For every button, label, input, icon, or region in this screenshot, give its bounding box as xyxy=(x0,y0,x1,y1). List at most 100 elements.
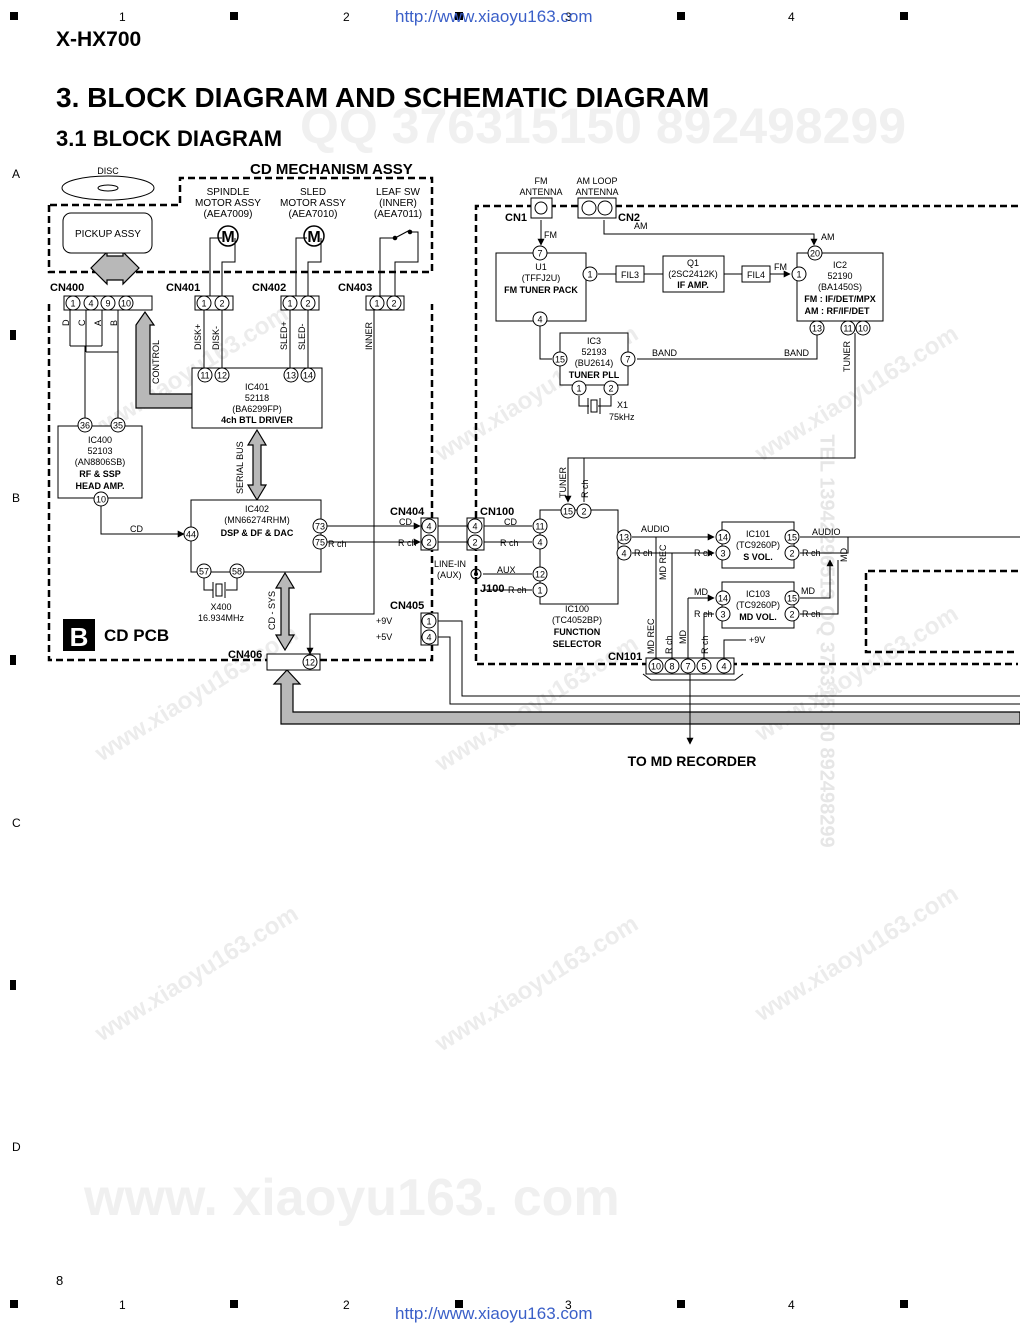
signal-rch-2: R ch xyxy=(398,538,417,548)
pin-circle xyxy=(312,534,328,550)
ic400-label-5: HEAD AMP. xyxy=(75,481,124,491)
pin-number: 7 xyxy=(537,248,542,258)
cn404-pin: 2 xyxy=(421,534,437,550)
x400-crystal-icon xyxy=(215,583,223,597)
disc-icon xyxy=(61,175,155,201)
ic100-label-3: FUNCTION xyxy=(554,627,601,637)
cn101-pin: 10 xyxy=(648,658,664,674)
signal-md-rec-2: MD REC xyxy=(646,618,656,654)
pin-number: 2 xyxy=(789,548,794,558)
cn101-pin: 5 xyxy=(696,658,712,674)
ic101-pin: 2 xyxy=(784,545,800,561)
pin-circle xyxy=(696,658,712,674)
pin-circle xyxy=(715,529,731,545)
ic3-block xyxy=(559,332,629,386)
signal-fm-antenna-1: FM xyxy=(535,176,548,186)
watermark-big-site: www. xiaoyu163. com xyxy=(84,1169,620,1227)
signal-tuner-2: TUNER xyxy=(558,467,568,498)
ic101-pin: 14 xyxy=(715,529,731,545)
ic100-pin: 4 xyxy=(616,545,632,561)
pin-number: 1 xyxy=(587,269,592,279)
corner-marker xyxy=(455,12,463,20)
signal-cd-1: CD xyxy=(130,524,143,534)
ic3-label-4: TUNER PLL xyxy=(569,370,620,380)
corner-marker xyxy=(10,12,18,20)
ic3-label-3: (BU2614) xyxy=(575,358,614,368)
signal-line-in-1: LINE-IN xyxy=(434,559,466,569)
pin-number: 3 xyxy=(720,548,725,558)
source-url-top[interactable]: http://www.xiaoyu163.com xyxy=(395,7,593,26)
pin-circle xyxy=(664,658,680,674)
ic402-label-2: (MN66274RHM) xyxy=(224,515,290,525)
ic402-label-3: DSP & DF & DAC xyxy=(221,528,294,538)
pin-number: 2 xyxy=(305,298,310,308)
pin-circle xyxy=(282,295,298,311)
ic2-label-4: FM : IF/DET/MPX xyxy=(804,294,876,304)
signal-a: A xyxy=(93,320,103,326)
pin-number: 10 xyxy=(121,298,131,308)
wire-leaf-1 xyxy=(379,237,395,296)
disc-hole xyxy=(97,184,119,192)
pin-number: 1 xyxy=(70,298,75,308)
signal-sled-plus: SLED+ xyxy=(279,321,289,350)
ic2-pin: 1 xyxy=(791,266,807,282)
signal-band-2: BAND xyxy=(784,348,810,358)
x1-label-1: X1 xyxy=(617,400,628,410)
pin-circle xyxy=(214,367,230,383)
pin-circle xyxy=(386,295,402,311)
board-outlines xyxy=(47,176,1018,666)
pin-circle xyxy=(369,295,385,311)
pin-circle xyxy=(196,563,212,579)
signal-fm-1: FM xyxy=(544,230,557,240)
pin-number: 36 xyxy=(80,420,90,430)
leaf-switch-contact-1 xyxy=(392,235,398,241)
signal-control: CONTROL xyxy=(151,340,161,384)
ic2-pin: 20 xyxy=(807,245,823,261)
pin-circle xyxy=(196,295,212,311)
pin-number: 2 xyxy=(789,609,794,619)
cn402-pin: 1 xyxy=(282,295,298,311)
pin-number: 7 xyxy=(625,354,630,364)
signal-sled-minus: SLED- xyxy=(297,323,307,350)
pin-number: 3 xyxy=(720,609,725,619)
cn400-label: CN400 xyxy=(50,282,84,294)
pin-circle xyxy=(616,545,632,561)
ic100-pin: 2 xyxy=(576,503,592,519)
pin-number: 1 xyxy=(426,616,431,626)
signal-inner: INNER xyxy=(364,321,374,350)
ic101-pin: 3 xyxy=(715,545,731,561)
corner-marker xyxy=(677,1300,685,1308)
source-url-bottom[interactable]: http://www.xiaoyu163.com xyxy=(395,1304,593,1323)
corner-marker xyxy=(455,1300,463,1308)
ic401-pin: 14 xyxy=(300,367,316,383)
x400-label-1: X400 xyxy=(210,602,231,612)
pin-number: 8 xyxy=(669,661,674,671)
pin-circle xyxy=(715,606,731,622)
cd-sys-bus-arrow xyxy=(274,571,296,652)
pin-circle xyxy=(648,658,664,674)
cn2-label: CN2 xyxy=(618,212,640,224)
am-antenna-icon-2 xyxy=(597,200,613,216)
pin-circle xyxy=(467,518,483,534)
cn403-pin: 1 xyxy=(369,295,385,311)
board-name: CD PCB xyxy=(104,626,169,645)
cn403-pin: 2 xyxy=(386,295,402,311)
tuner-board-outline xyxy=(474,204,1018,666)
disc-label: DISC xyxy=(97,166,119,176)
ic3-label-2: 52193 xyxy=(581,347,606,357)
signal-line-in-2: (AUX) xyxy=(437,570,462,580)
pin-number: 15 xyxy=(787,593,797,603)
fil4-block xyxy=(741,265,771,283)
u1-pin: 4 xyxy=(532,311,548,327)
wire-ic103-md xyxy=(800,559,834,599)
signal-cd-3: CD xyxy=(504,517,517,527)
watermark-qq: QQ 376315150 892498299 xyxy=(300,98,907,154)
signal-am-antenna-2: ANTENNA xyxy=(575,187,618,197)
pin-number: 13 xyxy=(812,323,822,333)
pin-circle xyxy=(421,629,437,645)
ic100-block xyxy=(539,509,619,605)
ic100-label-4: SELECTOR xyxy=(553,639,602,649)
signal-b: B xyxy=(109,320,119,326)
pin-circle xyxy=(616,529,632,545)
signal-d: D xyxy=(61,319,71,326)
